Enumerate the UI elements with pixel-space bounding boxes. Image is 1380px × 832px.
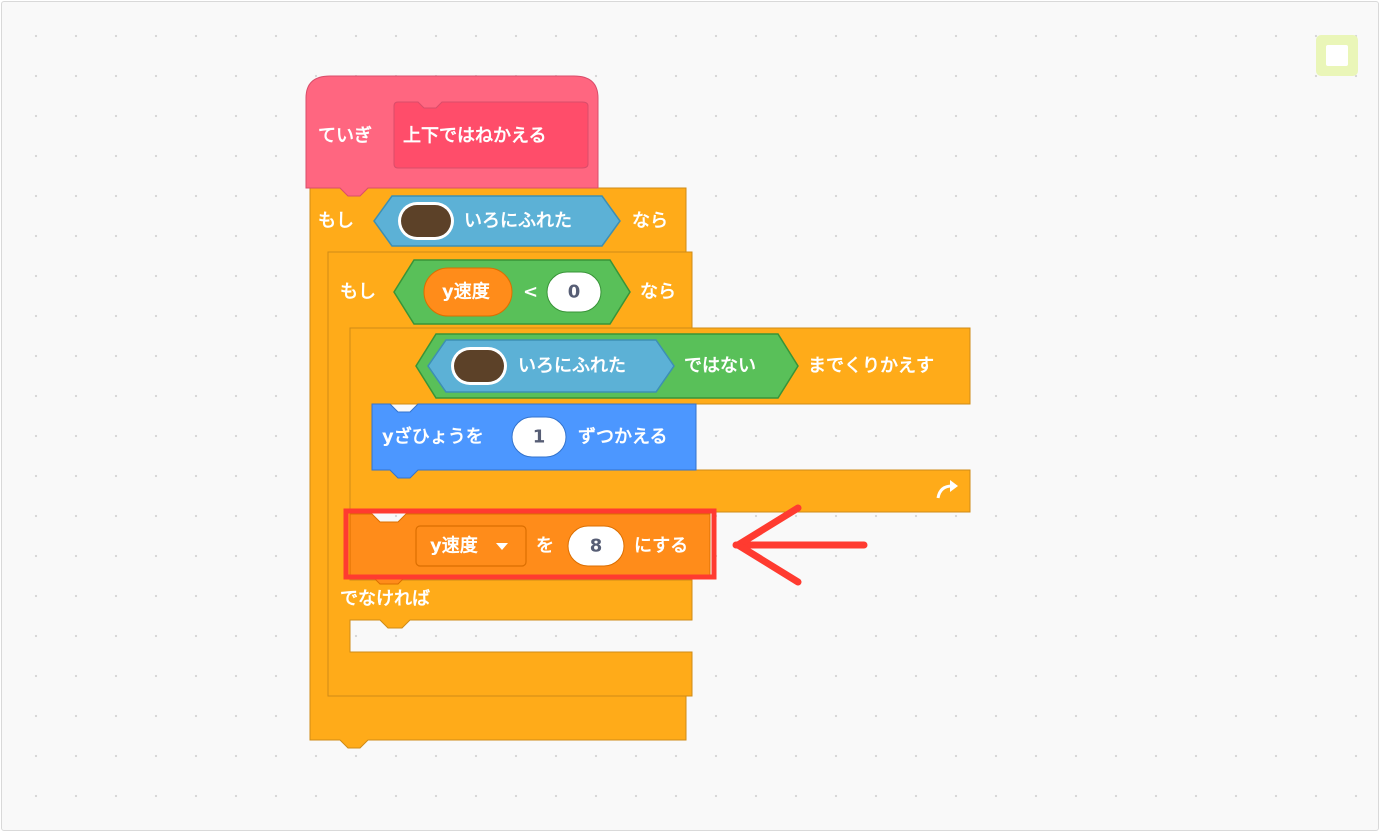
inner-if-label: もし [340, 282, 376, 303]
variable-dropdown[interactable] [415, 525, 527, 567]
chevron-down-icon [496, 543, 508, 550]
touching-color-label-2: いろにふれた [518, 356, 626, 377]
less-than-operator: < [523, 282, 538, 303]
square-outline-icon[interactable] [1316, 35, 1358, 76]
compare-value-text: 0 [568, 282, 581, 303]
left-arrow-icon [732, 504, 868, 586]
color-swatch-2[interactable] [451, 347, 507, 385]
variable-dropdown-label: y速度 [430, 535, 479, 557]
loop-arrow-icon [936, 480, 958, 499]
outer-then-label: なら [632, 211, 668, 232]
outer-if-label: もし [318, 211, 354, 232]
set-value-input[interactable] [567, 525, 625, 567]
touching-color-label: いろにふれた [464, 211, 572, 232]
repeat-until-label: までくりかえす [808, 356, 934, 377]
set-wo-label: を [536, 536, 554, 557]
inner-then-label: なら [640, 282, 676, 303]
highlight-box [343, 508, 717, 580]
change-y-value-text: 1 [533, 427, 546, 448]
not-label: ではない [684, 356, 756, 377]
color-swatch[interactable] [398, 202, 454, 240]
else-label: でなければ [340, 589, 430, 610]
change-y-value-input[interactable] [511, 416, 567, 458]
custom-block-name[interactable] [393, 101, 589, 169]
set-suffix: にする [634, 536, 688, 557]
set-value-text: 8 [590, 536, 603, 557]
y-speed-reporter-label: y速度 [442, 281, 491, 303]
custom-block-label: 上下ではねかえる [403, 126, 546, 147]
change-y-suffix: ずつかえる [578, 427, 667, 448]
compare-value-input[interactable] [546, 271, 602, 313]
define-keyword: ていぎ [318, 125, 372, 147]
y-speed-reporter[interactable] [423, 267, 513, 317]
change-y-prefix: yざひょうを [382, 426, 484, 448]
